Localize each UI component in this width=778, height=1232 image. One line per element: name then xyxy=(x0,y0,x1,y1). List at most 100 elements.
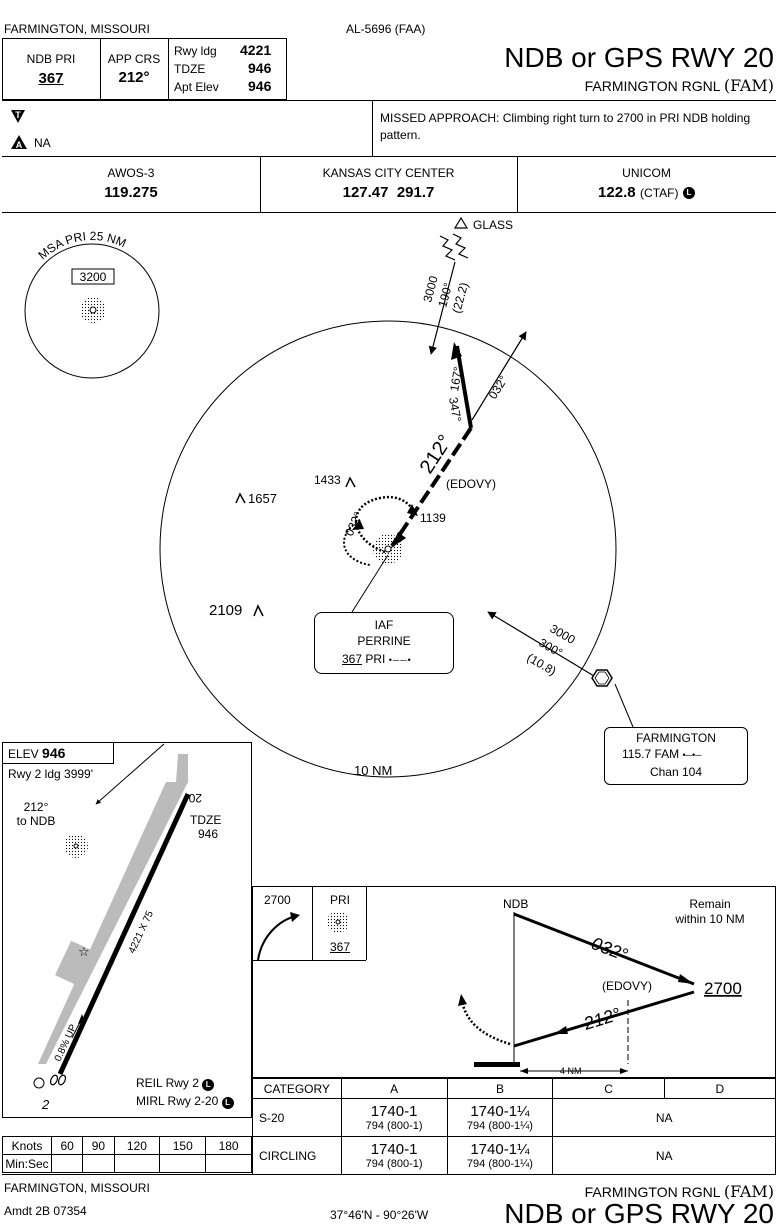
min-header-category: CATEGORY xyxy=(252,1078,342,1099)
wind-indicator-icon xyxy=(33,1077,45,1089)
rwy-2-label: 2 xyxy=(41,1097,50,1112)
footer-airport-id: (FAM) xyxy=(723,1182,774,1201)
vor-chan: Chan 104 xyxy=(649,765,703,779)
profile-alt-2700: 2700 xyxy=(704,979,742,998)
taxiway xyxy=(38,754,188,1064)
iaf-label: IAF xyxy=(374,618,394,632)
profile-ndb-label: NDB xyxy=(503,897,529,911)
comm-unicom-freq-wrap: 122.8 (CTAF) L xyxy=(517,184,776,202)
rwy-ldg-label: Rwy ldg xyxy=(174,44,217,58)
glass-crs: 190° xyxy=(435,281,455,309)
min-cell: 1740-1 794 (800-1) xyxy=(340,1098,448,1137)
msa-circle xyxy=(24,243,160,379)
apt-elev-label: Apt Elev xyxy=(174,80,219,94)
rwy-20-label: 20 xyxy=(188,791,202,805)
min-cell: 1740-1¼ 794 (800-1¼) xyxy=(446,1098,554,1137)
missed-approach-text: MISSED APPROACH: Climbing right turn to … xyxy=(380,111,751,142)
takeoff-minimums-icon: T xyxy=(10,108,26,129)
header-databox xyxy=(2,38,287,100)
perrine-name: PERRINE xyxy=(357,634,411,648)
morse-code-icon: •─•─ xyxy=(682,750,702,760)
glass-label: GLASS xyxy=(473,218,513,232)
runway-2-20 xyxy=(57,792,191,1076)
app-crs-label: APP CRS xyxy=(107,52,161,66)
pilot-controlled-lighting-icon: L xyxy=(682,186,695,199)
min-header-b: B xyxy=(446,1078,554,1099)
time-cell xyxy=(205,1154,252,1173)
min-header-d: D xyxy=(663,1078,777,1099)
comm-center-freq: 127.47 291.7 xyxy=(342,184,435,201)
tdze-sketch: TDZE xyxy=(190,813,221,827)
perrine-id: PRI xyxy=(365,652,386,666)
pilot-controlled-lighting-icon: L xyxy=(202,1079,215,1091)
obstacle-icon xyxy=(345,476,356,488)
footer-location: FARMINGTON, MISSOURI xyxy=(4,1181,150,1195)
comm-unicom-name: UNICOM xyxy=(622,166,671,180)
perrine-freq: 367 xyxy=(342,652,363,666)
time-cell xyxy=(50,1154,84,1173)
reil-label-wrap: REIL Rwy 2 L xyxy=(136,1076,215,1091)
ma-pri-freq: 367 xyxy=(330,940,351,954)
profile-runway xyxy=(474,1062,520,1067)
app-crs-value: 212° xyxy=(118,69,150,86)
alternate-minimums-icon: A xyxy=(10,134,28,155)
glass-fix-icon xyxy=(453,216,469,229)
airport-name: FARMINGTON RGNL xyxy=(584,78,720,94)
comm-awos-name: AWOS-3 xyxy=(107,166,155,180)
obstacle-1433: 1433 xyxy=(314,473,341,487)
elev-label: ELEV xyxy=(8,747,39,761)
apron xyxy=(55,940,93,986)
svg-text:T: T xyxy=(15,110,21,120)
knots-label: Knots xyxy=(2,1136,52,1155)
min-row-label: S-20 xyxy=(252,1098,342,1137)
tdze-label: TDZE xyxy=(174,62,206,76)
svg-text:A: A xyxy=(16,140,23,150)
pt-crs-347: 347° xyxy=(446,396,464,423)
min-header-c: C xyxy=(552,1078,665,1099)
footer-airport-name: FARMINGTON RGNL xyxy=(584,1184,720,1200)
iaf-perrine-box xyxy=(314,612,454,674)
min-row-label: CIRCLING xyxy=(252,1136,342,1175)
pt-crs-167: 167° xyxy=(447,365,465,392)
apt-elev-value: 946 xyxy=(248,78,272,94)
ma-pri: PRI xyxy=(330,893,351,907)
ma-alt: 2700 xyxy=(264,893,291,907)
obstacle-icon xyxy=(235,492,246,504)
profile-distance: 4 NM xyxy=(560,1066,582,1076)
comm-center-name: KANSAS CITY CENTER xyxy=(322,166,455,180)
minimums-table: CATEGORY A B C D S-20 1740-1 794 (800-1)… xyxy=(252,1078,777,1175)
airport-id: (FAM) xyxy=(723,76,774,95)
remain-label: Remain xyxy=(689,897,731,911)
obstacle-1657: 1657 xyxy=(248,491,277,506)
speed-table: Knots 60 90 120 150 180 Min:Sec xyxy=(2,1136,252,1173)
faa-number: AL-5696 (FAA) xyxy=(346,22,426,36)
perrine-ident: 367 PRI •──• xyxy=(342,652,412,666)
edovy-label: (EDOVY) xyxy=(446,477,496,491)
obstacle-2109: 2109 xyxy=(209,602,242,619)
vor-icon xyxy=(591,669,613,687)
min-cell: 1740-1 794 (800-1) xyxy=(340,1136,448,1175)
header-location: FARMINGTON, MISSOURI xyxy=(4,22,150,36)
speed-cell: 180 xyxy=(205,1136,252,1155)
min-cell: 1740-1¼ 794 (800-1¼) xyxy=(446,1136,554,1175)
speed-cell: 90 xyxy=(82,1136,115,1155)
alternate-text: NA xyxy=(34,136,51,150)
footer-title: NDB or GPS RWY 20 xyxy=(504,1198,774,1229)
time-cell xyxy=(82,1154,115,1173)
mirl-label-wrap: MIRL Rwy 2-20 L xyxy=(136,1094,234,1109)
to-ndb: to NDB xyxy=(16,814,56,828)
vor-farmington-box xyxy=(604,727,748,785)
elev-value: 946 xyxy=(42,745,66,761)
min-cell-na: NA xyxy=(552,1136,776,1175)
profile-edovy: (EDOVY) xyxy=(602,979,652,993)
elev-label-wrap: ELEV 946 xyxy=(8,745,65,761)
ten-nm-ring xyxy=(159,320,617,778)
min-cell-na: NA xyxy=(552,1098,776,1137)
comm-unicom-freq: 122.8 xyxy=(598,184,636,201)
profile-crs-in: 212° xyxy=(580,1004,622,1034)
pilot-controlled-lighting-icon: L xyxy=(221,1097,234,1109)
speed-cell: 150 xyxy=(159,1136,207,1155)
to-ndb-crs: 212° xyxy=(23,800,49,814)
ndb-freq: 367 xyxy=(38,70,64,87)
